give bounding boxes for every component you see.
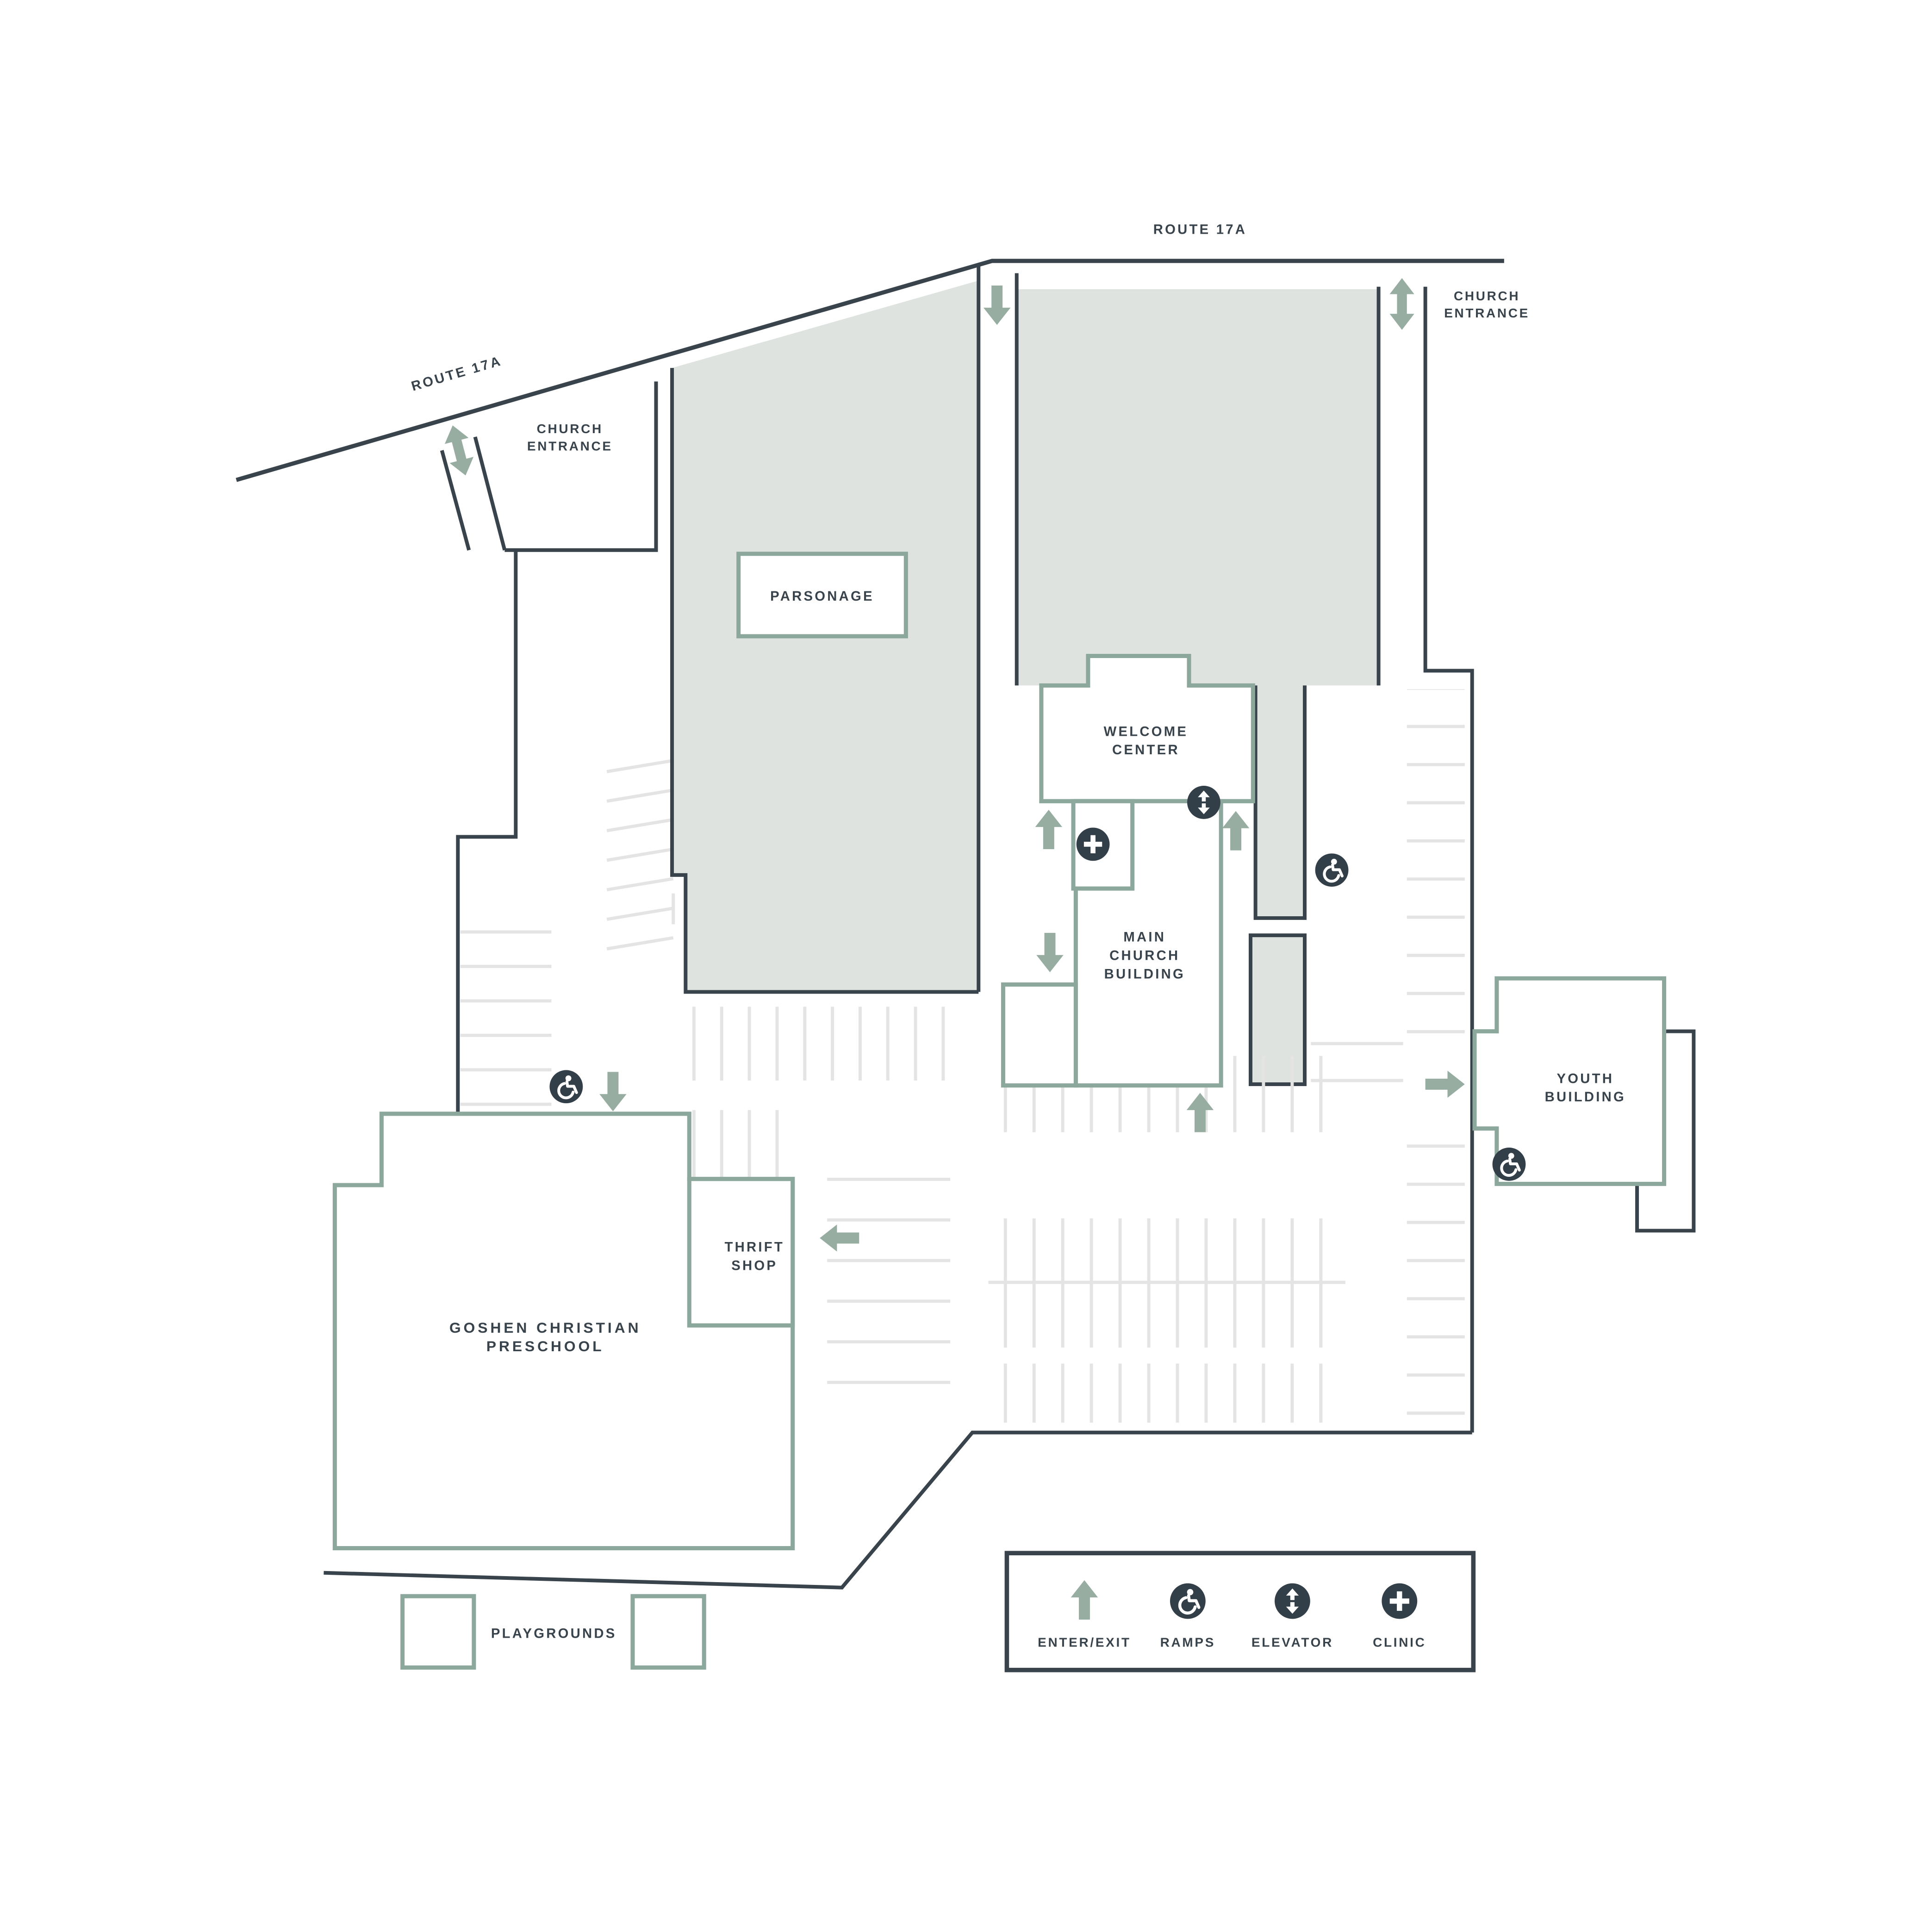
svg-text:PRESCHOOL: PRESCHOOL [486,1338,604,1354]
property-boundary-bottom [324,1430,1472,1590]
svg-text:WELCOME: WELCOME [1104,724,1189,739]
svg-text:SHOP: SHOP [731,1259,778,1274]
ramp-icon-church [1315,853,1349,887]
parking-right-column-upper [1407,689,1465,1052]
youth-right-arrow [1425,1070,1465,1098]
playground-west [400,1594,476,1670]
svg-text:CHURCH: CHURCH [1454,289,1520,303]
svg-text:MAIN: MAIN [1123,930,1166,944]
legend-elevator-icon [1274,1583,1310,1619]
welcome-left-up-arrow [1035,809,1063,850]
roads-and-boundaries [236,259,1696,1590]
preschool-label: GOSHEN CHRISTIAN PRESCHOOL [449,1319,641,1354]
church-left-annex [1001,982,1078,1088]
buildings [332,552,1667,1670]
route-17a-top-label: ROUTE 17A [1153,222,1247,237]
svg-text:CHURCH: CHURCH [537,422,603,436]
church-entrance-right-label: CHURCH ENTRANCE [1444,289,1530,320]
legend-clinic-icon [1382,1583,1418,1619]
church-left-down-arrow [1036,932,1064,972]
svg-text:GOSHEN CHRISTIAN: GOSHEN CHRISTIAN [449,1319,641,1336]
legend-enter-exit-label: ENTER/EXIT [1038,1635,1131,1649]
route-17a-road [236,259,1504,482]
playgrounds-label: PLAYGROUNDS [491,1627,617,1641]
svg-text:ENTRANCE: ENTRANCE [527,439,613,453]
svg-text:BUILDING: BUILDING [1545,1090,1626,1105]
svg-text:BUILDING: BUILDING [1104,967,1185,982]
svg-text:CENTER: CENTER [1112,743,1180,758]
parking-double-row [988,1218,1345,1348]
legend-clinic-label: CLINIC [1373,1635,1426,1649]
campus-parcels [672,280,1379,1086]
ramp-icon-youth [1493,1148,1526,1181]
parking-bottom-row [1001,1363,1345,1423]
legend: ENTER/EXIT RAMPS ELEVATOR CLINIC [1004,1551,1476,1672]
legend-ramps-label: RAMPS [1160,1635,1215,1649]
parking-diagonal-upper-left [606,759,674,950]
parking-band-above-thrift [677,1110,791,1178]
route-17a-left-label: ROUTE 17A [410,354,504,394]
parking-right-column-lower [1407,1120,1465,1418]
parcel-outlines [670,266,1381,994]
playground-east [630,1594,706,1670]
church-entrance-left-label: CHURCH ENTRANCE [527,422,613,453]
youth-building-label: YOUTH BUILDING [1545,1071,1626,1105]
top-entrance-down-arrow [983,285,1011,325]
legend-ramps-icon [1170,1584,1206,1619]
thrift-shop-label: THRIFT SHOP [724,1240,784,1274]
youth-building [1472,976,1667,1186]
right-entrance-double-arrow [1389,278,1414,330]
welcome-center-label: WELCOME CENTER [1104,724,1189,758]
parcel-main-lot [1016,289,1379,918]
parking-rows-right-of-thrift [827,1160,951,1413]
preschool-building [332,1112,795,1551]
svg-text:THRIFT: THRIFT [724,1240,784,1255]
parking-mini-rows [1311,1042,1403,1082]
ramp-icon-preschool [549,1070,583,1103]
left-entrance-road [440,436,507,551]
main-church-label: MAIN CHURCH BUILDING [1104,930,1185,982]
clinic-icon [1076,827,1110,861]
thrift-shop-building [687,1177,795,1328]
legend-elevator-label: ELEVATOR [1251,1635,1333,1649]
welcome-right-up-arrow [1222,811,1250,851]
parking-band-below-parsonage [684,1006,963,1081]
svg-text:ENTRANCE: ENTRANCE [1444,306,1530,320]
property-boundary-right [1423,286,1474,1433]
parsonage-building [736,552,908,639]
svg-text:YOUTH: YOUTH [1557,1071,1614,1086]
preschool-down-arrow [599,1072,627,1112]
property-boundary-left [456,381,658,1114]
parsonage-label: PARSONAGE [770,589,874,604]
svg-text:CHURCH: CHURCH [1109,948,1180,963]
elevator-icon [1187,786,1220,819]
